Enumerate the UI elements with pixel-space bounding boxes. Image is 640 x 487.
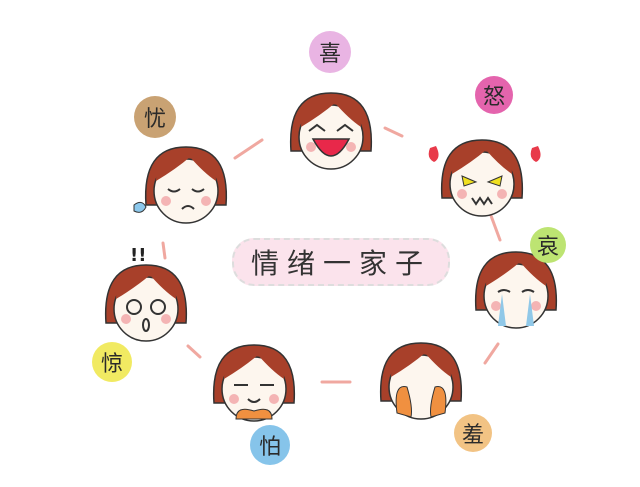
cheek [497, 189, 507, 199]
bangs [301, 97, 361, 127]
face-surprise: !! [104, 245, 188, 342]
cheek [121, 314, 131, 324]
cheek [161, 314, 171, 324]
face-anger [428, 139, 541, 217]
label-shy: 羞 [454, 414, 492, 452]
label-surprise: 惊 [92, 342, 132, 382]
bangs [486, 256, 546, 286]
cheek [531, 301, 541, 311]
mouth [311, 138, 351, 157]
bangs [391, 347, 451, 377]
connector-line [488, 211, 502, 242]
eye [150, 299, 166, 315]
cheek [346, 142, 356, 152]
connector-line [186, 344, 202, 359]
cheek [161, 196, 171, 206]
connector-line [233, 138, 264, 160]
hands [235, 408, 273, 420]
sigh-icon [133, 201, 147, 213]
connector-line [161, 241, 167, 260]
cheek [491, 301, 501, 311]
cheek [229, 394, 239, 404]
label-fear: 怕 [250, 425, 290, 465]
bangs [116, 269, 176, 299]
face-features [234, 384, 274, 403]
bangs [224, 349, 284, 379]
bangs [156, 151, 216, 181]
face-sorrow [474, 251, 558, 329]
mouth [142, 318, 150, 332]
cheek [269, 394, 279, 404]
mouth [471, 196, 493, 206]
eyes [308, 123, 354, 132]
face-features [167, 188, 205, 210]
diagram-title: 情绪一家子 [232, 238, 450, 286]
face-worry [133, 146, 228, 224]
label-worry: 忧 [134, 96, 176, 138]
eye [126, 299, 142, 315]
cheek [306, 142, 316, 152]
face-joy [289, 92, 373, 170]
label-sorrow: 哀 [530, 227, 566, 263]
connector-line [483, 342, 500, 365]
face-fear [212, 344, 296, 422]
hands [395, 386, 447, 418]
exclamation-icon: !! [130, 245, 146, 266]
connector-line [383, 126, 404, 138]
bangs [452, 144, 512, 174]
eyes [497, 289, 535, 293]
cheek [201, 196, 211, 206]
face-shy [379, 342, 463, 420]
cheek [457, 189, 467, 199]
label-anger: 怒 [475, 76, 513, 114]
label-joy: 喜 [309, 31, 351, 73]
tears [498, 294, 534, 326]
eyes [461, 175, 503, 187]
